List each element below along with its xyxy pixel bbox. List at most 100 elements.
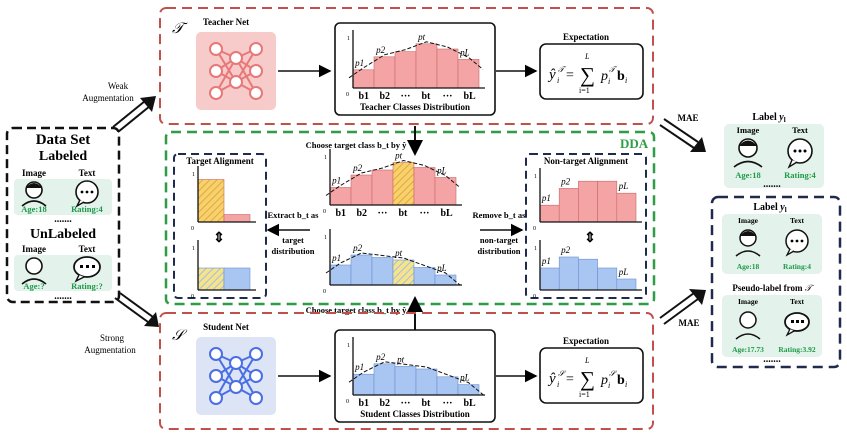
svg-text:⇕: ⇕ <box>213 231 225 246</box>
y-tick-label: 0 <box>346 399 349 405</box>
svg-text:b: b <box>617 69 625 84</box>
svg-text:Age:18: Age:18 <box>735 170 761 180</box>
distribution-curve <box>348 361 484 395</box>
svg-text:p: p <box>600 373 608 388</box>
x-tick-label: b2 <box>357 208 368 219</box>
x-tick-label: ··· <box>401 91 411 102</box>
svg-text:Age:18: Age:18 <box>737 262 760 271</box>
histogram-bar <box>392 162 415 206</box>
x-tick-label: ··· <box>378 208 388 219</box>
svg-text:Image: Image <box>737 125 760 135</box>
probability-label: pt <box>417 32 426 42</box>
svg-text:p: p <box>600 69 608 84</box>
histogram-bar <box>373 56 396 89</box>
labeled-rating: Rating:4 <box>71 204 103 214</box>
person-icon <box>735 229 761 257</box>
unlabeled-text-label: Text <box>79 244 96 254</box>
svg-text:distribution: distribution <box>478 246 521 256</box>
svg-text:⇕: ⇕ <box>584 231 596 246</box>
histogram-bar <box>394 366 417 396</box>
svg-text:𝒮: 𝒮 <box>609 369 618 378</box>
svg-text:distribution: distribution <box>272 246 315 256</box>
right-label-title: Label yl <box>752 112 785 124</box>
y-tick-label: 1 <box>324 155 327 161</box>
histogram-bar <box>373 363 396 396</box>
histogram-bar <box>415 43 438 89</box>
svg-text:Rating:4: Rating:4 <box>784 170 816 180</box>
probability-label: p1 <box>354 58 364 68</box>
svg-text:Augmentation: Augmentation <box>84 345 136 355</box>
x-tick-label: ··· <box>420 208 430 219</box>
histogram-bar <box>392 259 415 286</box>
unlabeled-image-label: Image <box>22 244 46 254</box>
probability-label: p1 <box>331 253 341 263</box>
y-tick-label: 1 <box>534 246 537 252</box>
x-tick-label: bt <box>399 208 409 219</box>
dda-panel: DDA Choose target class b_t by ŷ Choose … <box>164 126 656 330</box>
x-tick-label: bL <box>464 91 477 102</box>
distribution-curve <box>348 41 484 79</box>
x-tick-label: b1 <box>336 208 347 219</box>
probability-label: p1 <box>541 256 551 266</box>
histogram-bar <box>616 192 637 223</box>
probability-label: p2 <box>560 176 571 186</box>
labeled-age: Age:18 <box>21 204 47 214</box>
choose-target-bottom: Choose target class b_t by ŷ <box>306 305 408 315</box>
probability-label: pL <box>618 181 629 191</box>
dataset-title: Data Set <box>36 132 91 148</box>
x-tick-label: b2 <box>380 398 391 409</box>
distribution-curve <box>325 159 461 196</box>
extract-arrow: Extract b_t as target distribution <box>266 210 319 256</box>
y-tick-label: 1 <box>534 174 537 180</box>
student-formula: ŷ 𝒮 i = ∑ L i=1 p 𝒮 i b i <box>547 356 627 399</box>
student-net-label: Student Net <box>203 322 249 332</box>
y-tick-label: 0 <box>323 289 326 295</box>
mae-arrow-top: MAE <box>659 113 706 152</box>
histogram-bar <box>539 204 560 223</box>
svg-text:Weak: Weak <box>108 81 129 91</box>
x-tick-label: b2 <box>380 91 391 102</box>
student-dist-title: Student Classes Distribution <box>360 409 470 419</box>
probability-label: p1 <box>541 193 551 203</box>
x-tick-label: bt <box>422 91 432 102</box>
histogram-bar <box>197 179 225 223</box>
histogram-bar <box>413 167 436 206</box>
chat-bubble-icon <box>73 256 101 283</box>
target-alignment-title: Target Alignment <box>186 156 253 166</box>
histogram-bar <box>616 278 637 291</box>
dda-label: DDA <box>620 136 649 151</box>
chat-bubble-icon <box>787 138 813 169</box>
y-tick-label: 1 <box>347 343 350 349</box>
teacher-expectation-box <box>539 43 644 100</box>
labeled-dots: ....... <box>54 214 72 225</box>
y-tick-label: 1 <box>324 235 327 241</box>
y-tick-label: 1 <box>192 172 195 178</box>
non-target-alignment-title: Non-target Alignment <box>544 156 628 166</box>
svg-text:𝒯: 𝒯 <box>558 65 567 74</box>
chat-bubble-icon <box>75 180 99 208</box>
unlabeled-rating: Rating:? <box>71 281 103 291</box>
teacher-formula: ŷ 𝒯 i = ∑ L i=1 p 𝒯 i b i <box>547 52 627 95</box>
choose-target-top: Choose target class b_t by ŷ <box>306 140 408 150</box>
histogram-bar <box>539 267 560 291</box>
x-tick-label: b1 <box>359 398 370 409</box>
probability-label: p2 <box>560 245 571 255</box>
chat-bubble-icon <box>784 312 810 337</box>
histogram-bar <box>436 48 459 89</box>
x-tick-label: bL <box>464 398 477 409</box>
svg-text:i: i <box>625 76 627 85</box>
histogram-bar <box>371 257 394 286</box>
svg-text:Age:17.73: Age:17.73 <box>732 345 764 354</box>
probability-label: pL <box>459 47 470 57</box>
student-symbol: 𝒮 <box>172 328 188 344</box>
svg-text:Rating:4: Rating:4 <box>783 262 811 271</box>
histogram-bar <box>558 256 579 291</box>
weak-augmentation-arrow: Weak Augmentation <box>82 81 156 133</box>
svg-text:MAE: MAE <box>678 113 699 123</box>
strong-augmentation-arrow: Strong Augmentation <box>84 292 159 355</box>
